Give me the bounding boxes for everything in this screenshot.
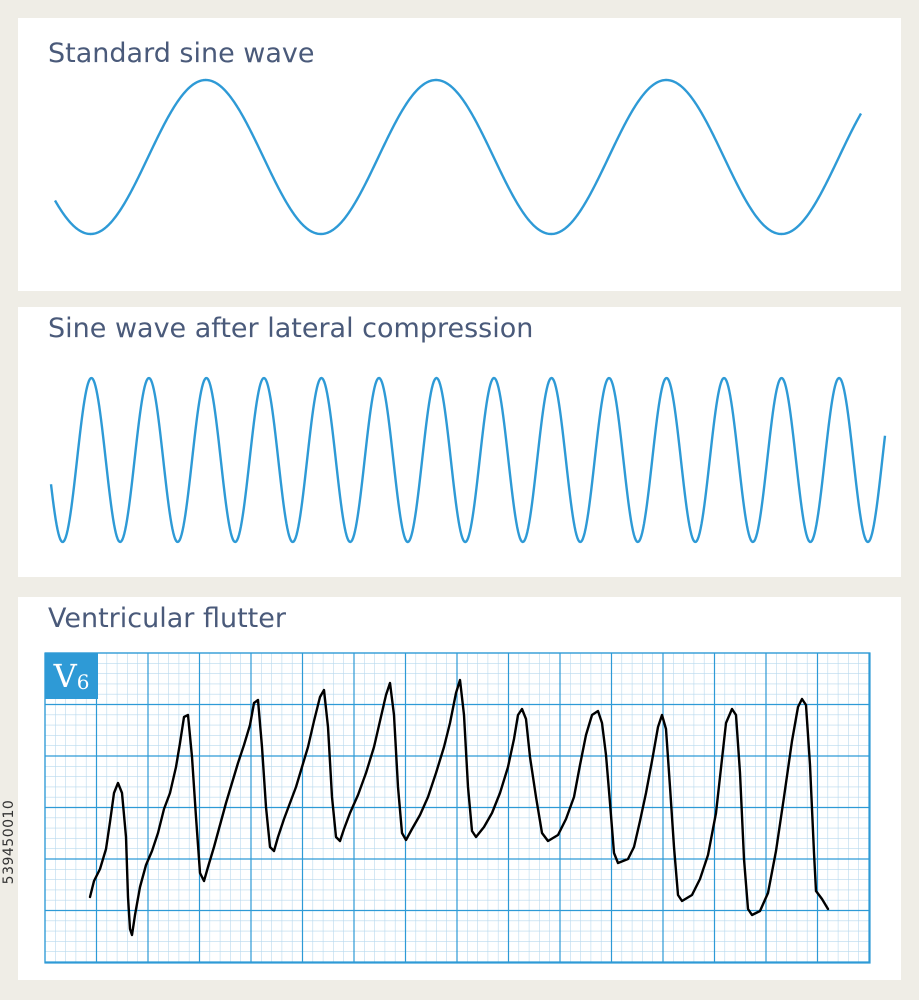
standard-sine-panel: Standard sine wave [18, 18, 901, 291]
ventricular-flutter-panel: Ventricular flutter V6 [18, 597, 901, 980]
sine-wave-line [49, 376, 887, 544]
compressed-sine-chart [49, 376, 887, 544]
compressed-sine-panel: Sine wave after lateral compression [18, 307, 901, 577]
stock-image-id: 539450010 [1, 799, 17, 885]
panel-title: Sine wave after lateral compression [48, 313, 534, 344]
ecg-strip [44, 652, 871, 964]
standard-sine-chart [53, 78, 863, 236]
sine-wave-line [53, 78, 863, 236]
panel-title: Standard sine wave [48, 38, 315, 69]
ecg-trace [88, 678, 830, 937]
ecg-grid [44, 652, 871, 964]
lead-label-v6: V6 [45, 653, 98, 699]
panel-title: Ventricular flutter [48, 603, 286, 634]
